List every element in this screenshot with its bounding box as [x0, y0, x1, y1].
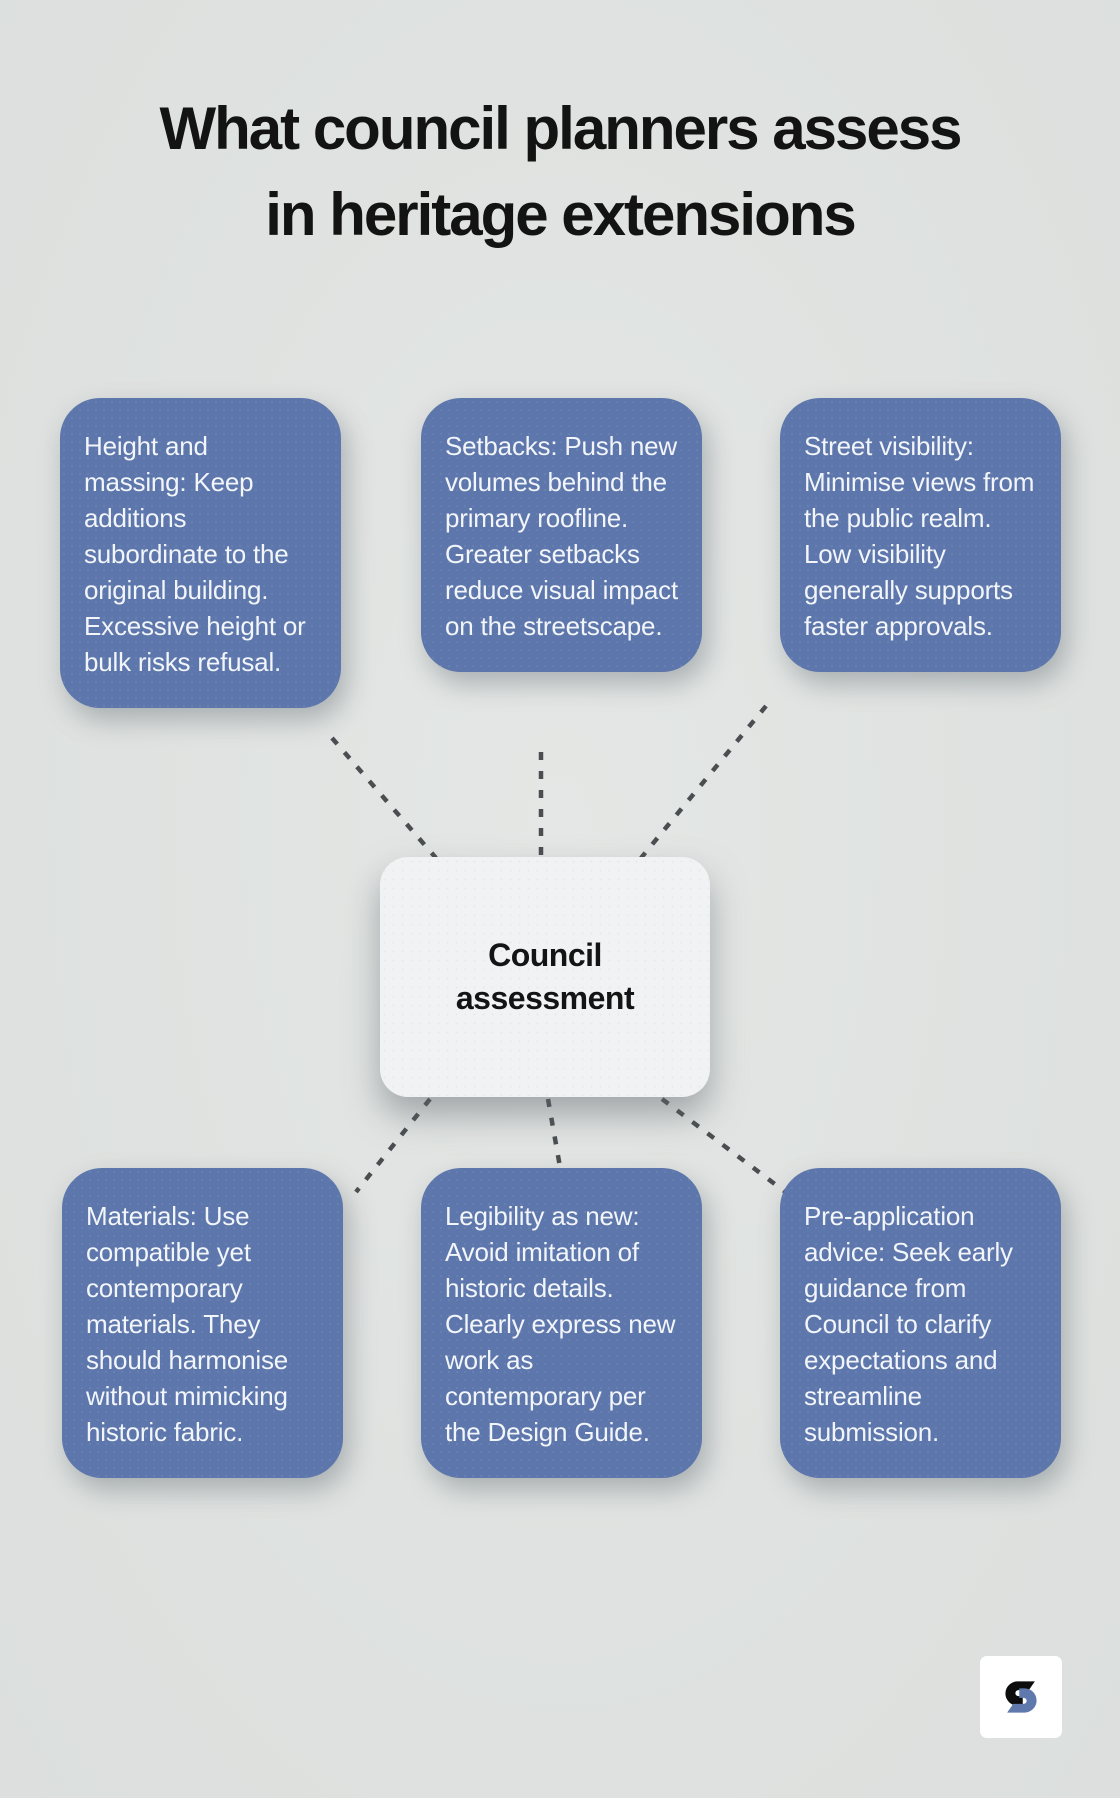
center-node-label: Council assessment [455, 937, 635, 1016]
s-monogram-icon [1005, 1681, 1037, 1713]
node-street-visibility-text: Street visibility: Minimise views from t… [804, 431, 1035, 641]
node-legibility-as-new: Legibility as new: Avoid imitation of hi… [421, 1168, 702, 1478]
node-materials-text: Materials: Use compatible yet contempora… [86, 1201, 289, 1447]
node-setbacks-text: Setbacks: Push new volumes behind the pr… [445, 431, 678, 641]
node-height-and-massing: Height and massing: Keep additions subor… [60, 398, 341, 708]
page-title-line-1: What council planners assess [159, 95, 963, 162]
node-pre-application-advice-text: Pre-application advice: Seek early guida… [804, 1201, 1013, 1447]
page-title: What council planners assess in heritage… [0, 86, 1120, 258]
node-pre-application-advice: Pre-application advice: Seek early guida… [780, 1168, 1061, 1478]
node-materials: Materials: Use compatible yet contempora… [62, 1168, 343, 1478]
connector-height-massing [330, 736, 438, 860]
node-height-and-massing-text: Height and massing: Keep additions subor… [84, 431, 306, 677]
brand-logo-badge [980, 1656, 1062, 1738]
connector-legibility [545, 1098, 563, 1168]
connector-pre-application [660, 1097, 790, 1196]
node-street-visibility: Street visibility: Minimise views from t… [780, 398, 1061, 672]
node-legibility-as-new-text: Legibility as new: Avoid imitation of hi… [445, 1201, 676, 1447]
center-node-council-assessment: Council assessment [380, 857, 710, 1097]
connector-street-visibility [639, 704, 768, 860]
page-title-line-2: in heritage extensions [265, 181, 857, 248]
connector-materials [354, 1097, 432, 1194]
node-setbacks: Setbacks: Push new volumes behind the pr… [421, 398, 702, 672]
